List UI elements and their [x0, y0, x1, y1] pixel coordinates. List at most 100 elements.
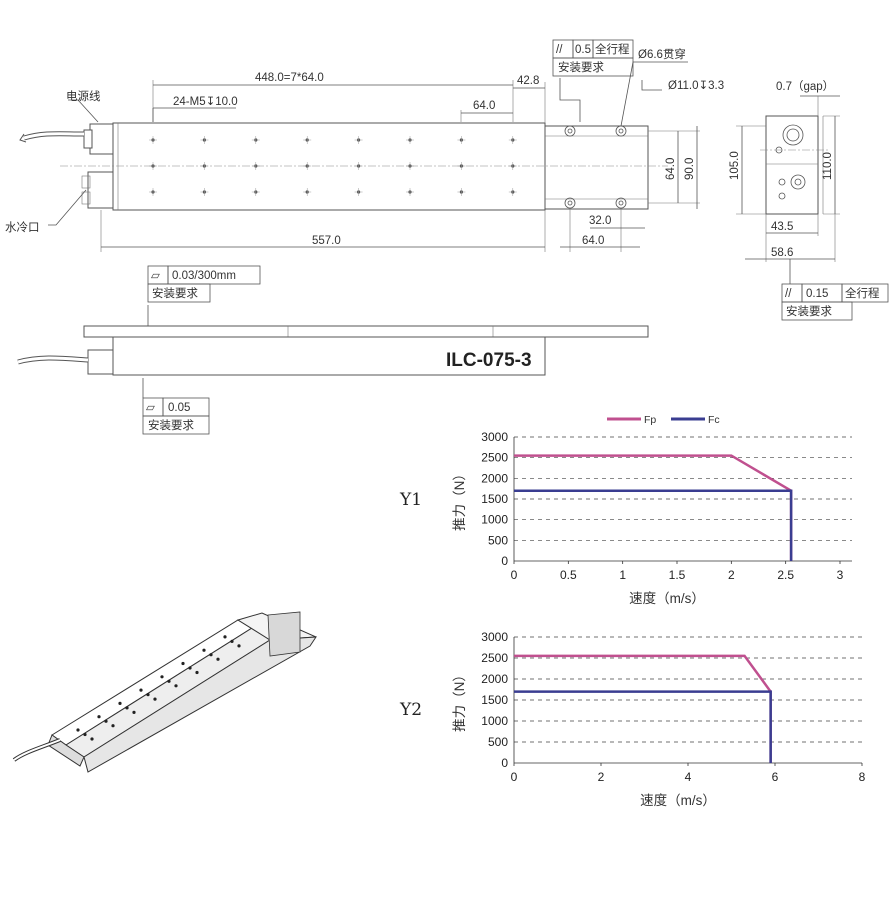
- y-tick-label: 1500: [481, 693, 508, 707]
- y-tick-label: 500: [488, 735, 508, 749]
- chart-side-label: Y2: [399, 700, 422, 720]
- tolerance-flatness-base: ▱ 0.05 安装要求: [142, 397, 210, 435]
- dim-448: 448.0=7*64.0: [255, 72, 324, 84]
- power-line-label: 电源线: [66, 89, 101, 103]
- iso-hole: [181, 661, 185, 666]
- iso-hole: [174, 684, 178, 688]
- y-tick-label: 1500: [481, 492, 508, 506]
- x-tick-label: 2.5: [777, 568, 794, 582]
- dim-w43-5: 43.5: [771, 221, 793, 233]
- y-axis-label: 推力（N）: [452, 467, 467, 531]
- y-tick-label: 1000: [481, 513, 508, 527]
- iso-hole: [118, 701, 122, 706]
- x-tick-label: 0.5: [560, 568, 577, 582]
- x-tick-label: 1: [619, 568, 626, 582]
- mounting-holes: [149, 136, 517, 196]
- side-body: [112, 336, 546, 376]
- end-body: [765, 115, 819, 215]
- iso-hole: [76, 728, 80, 732]
- x-tick-label: 0: [511, 568, 518, 582]
- tolerance-side-parallel: // 0.15 全行程 安装要求: [781, 283, 889, 321]
- iso-hole: [230, 639, 234, 644]
- guide-rail: [83, 325, 649, 338]
- iso-hole: [111, 724, 115, 728]
- isometric-illustration: [12, 611, 317, 773]
- svg-text:0.05: 0.05: [168, 402, 190, 414]
- dim-w58-6: 58.6: [771, 247, 793, 259]
- iso-hole: [188, 666, 192, 670]
- svg-text:0.15: 0.15: [806, 288, 828, 300]
- y-tick-label: 500: [488, 533, 508, 547]
- dim-h64: 64.0: [665, 158, 677, 180]
- stator-body: [112, 122, 546, 211]
- y-tick-label: 2000: [481, 672, 508, 686]
- iso-hole: [97, 715, 101, 719]
- dim-32: 32.0: [589, 215, 611, 227]
- tolerance-flatness-rail: ▱ 0.03/300mm 安装要求: [147, 265, 261, 303]
- dim-through-hole: Ø6.6贯穿: [638, 47, 686, 61]
- water-connector: [87, 171, 114, 209]
- iso-hole: [83, 732, 87, 737]
- dim-holes: 24-M5↧10.0: [173, 96, 238, 108]
- svg-text:0.5: 0.5: [575, 44, 591, 56]
- dim-h105: 105.0: [729, 151, 741, 180]
- y-tick-label: 0: [501, 554, 508, 568]
- dim-h110: 110.0: [822, 152, 834, 180]
- iso-hole: [139, 688, 143, 692]
- chart-side-label: Y1: [399, 490, 422, 510]
- x-axis-label: 速度（m/s）: [640, 793, 716, 808]
- x-tick-label: 2: [728, 568, 735, 582]
- svg-text:全行程: 全行程: [595, 42, 630, 56]
- series-fc: [514, 690, 772, 763]
- iso-hole: [146, 693, 150, 697]
- iso-hole: [160, 675, 164, 679]
- dim-counterbore: Ø11.0↧3.3: [668, 80, 724, 92]
- iso-hole: [125, 706, 129, 710]
- x-tick-label: 2: [598, 770, 605, 784]
- end-connector-circle: [782, 124, 804, 146]
- x-tick-label: 4: [685, 770, 692, 784]
- x-tick-label: 6: [772, 770, 779, 784]
- y-tick-label: 3000: [481, 630, 508, 644]
- y-tick-label: 2000: [481, 471, 508, 485]
- dim-42-8: 42.8: [517, 75, 539, 87]
- iso-hole: [216, 657, 220, 661]
- legend-label: Fc: [708, 414, 720, 426]
- iso-hole: [167, 679, 171, 683]
- dim-gap: 0.7（gap）: [776, 80, 834, 93]
- svg-text:安装要求: 安装要求: [148, 418, 194, 432]
- iso-hole: [202, 648, 206, 652]
- iso-hole: [153, 697, 157, 701]
- water-cooling-label: 水冷口: [5, 221, 40, 234]
- dim-64-bottom: 64.0: [582, 235, 604, 247]
- y-axis-label: 推力（N）: [452, 668, 467, 732]
- y-tick-label: 3000: [481, 430, 508, 444]
- svg-text:全行程: 全行程: [845, 286, 880, 300]
- x-tick-label: 0: [511, 770, 518, 784]
- series-fp: [514, 654, 772, 763]
- svg-text:▱: ▱: [151, 270, 160, 282]
- iso-hole: [223, 635, 227, 639]
- top-view: 电源线 水冷口 448.0=7*64.0 24-M5↧10.0 64.0 42.…: [5, 47, 724, 252]
- iso-hole: [132, 710, 136, 715]
- y-tick-label: 1000: [481, 714, 508, 728]
- iso-hole: [90, 737, 94, 741]
- svg-text:▱: ▱: [146, 402, 155, 414]
- dim-64-top: 64.0: [473, 100, 495, 112]
- iso-hole: [195, 670, 199, 675]
- series-fc: [514, 489, 793, 561]
- y-tick-label: 0: [501, 756, 508, 770]
- iso-hole: [237, 644, 241, 648]
- model-label: ILC-075-3: [446, 350, 532, 371]
- iso-hole: [209, 653, 213, 657]
- side-view: ILC-075-3: [17, 305, 649, 398]
- svg-text:安装要求: 安装要求: [558, 60, 604, 74]
- svg-text:安装要求: 安装要求: [786, 304, 832, 318]
- dim-557: 557.0: [312, 235, 341, 247]
- slider-block: [544, 125, 649, 210]
- x-tick-label: 8: [859, 770, 866, 784]
